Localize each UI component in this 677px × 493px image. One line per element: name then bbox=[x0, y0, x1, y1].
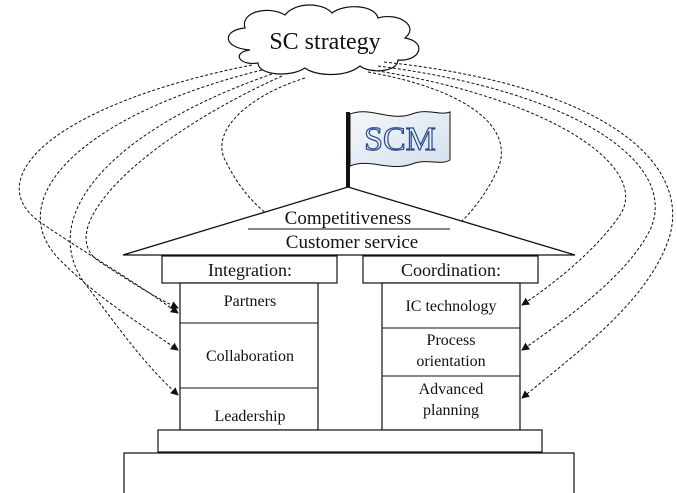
collaboration-label: Collaboration bbox=[206, 348, 294, 365]
arrow-to-competitiveness bbox=[221, 77, 306, 219]
cloud-label: SC strategy bbox=[269, 29, 380, 55]
foundation-step bbox=[157, 429, 543, 453]
roof-triangle bbox=[122, 186, 576, 256]
integration-header: Integration: bbox=[208, 260, 292, 280]
house-roof: Competitiveness Customer service bbox=[122, 186, 576, 256]
coordination-pillar: Coordination: IC technology Process orie… bbox=[362, 255, 539, 431]
house-foundation bbox=[123, 429, 575, 493]
sc-strategy-cloud: SC strategy bbox=[227, 4, 420, 76]
strategy-arrows bbox=[18, 61, 674, 399]
arrow-to-ic-technology bbox=[371, 69, 627, 306]
arrow-to-partners-outer bbox=[18, 64, 253, 314]
integration-pillar: Integration: Partners Collaboration Lead… bbox=[161, 255, 338, 431]
cloud-shape bbox=[227, 4, 420, 76]
coordination-header-box bbox=[362, 255, 539, 284]
process-label: Process bbox=[427, 332, 476, 349]
customer-service-label: Customer service bbox=[286, 232, 418, 253]
orientation-label: orientation bbox=[416, 353, 485, 370]
competitiveness-label: Competitiveness bbox=[285, 208, 412, 229]
arrow-to-leadership bbox=[69, 73, 273, 396]
leadership-label: Leadership bbox=[214, 408, 285, 425]
flag-pole bbox=[346, 112, 350, 187]
arrow-to-process-orientation bbox=[377, 65, 656, 351]
ic-technology-label: IC technology bbox=[405, 298, 496, 315]
arrow-to-partners-inner bbox=[85, 75, 283, 309]
foundation-base bbox=[123, 452, 575, 493]
arrow-to-collaboration bbox=[39, 69, 263, 351]
coordination-header: Coordination: bbox=[401, 260, 501, 280]
advanced-label: Advanced bbox=[419, 381, 484, 398]
flag-label: SCM bbox=[364, 121, 436, 158]
planning-label: planning bbox=[423, 402, 479, 419]
coordination-column bbox=[381, 282, 521, 431]
flag-cloth bbox=[349, 111, 451, 168]
partners-label: Partners bbox=[224, 293, 276, 310]
arrow-to-customer-service bbox=[367, 71, 502, 241]
scm-flag: SCM bbox=[346, 111, 451, 187]
